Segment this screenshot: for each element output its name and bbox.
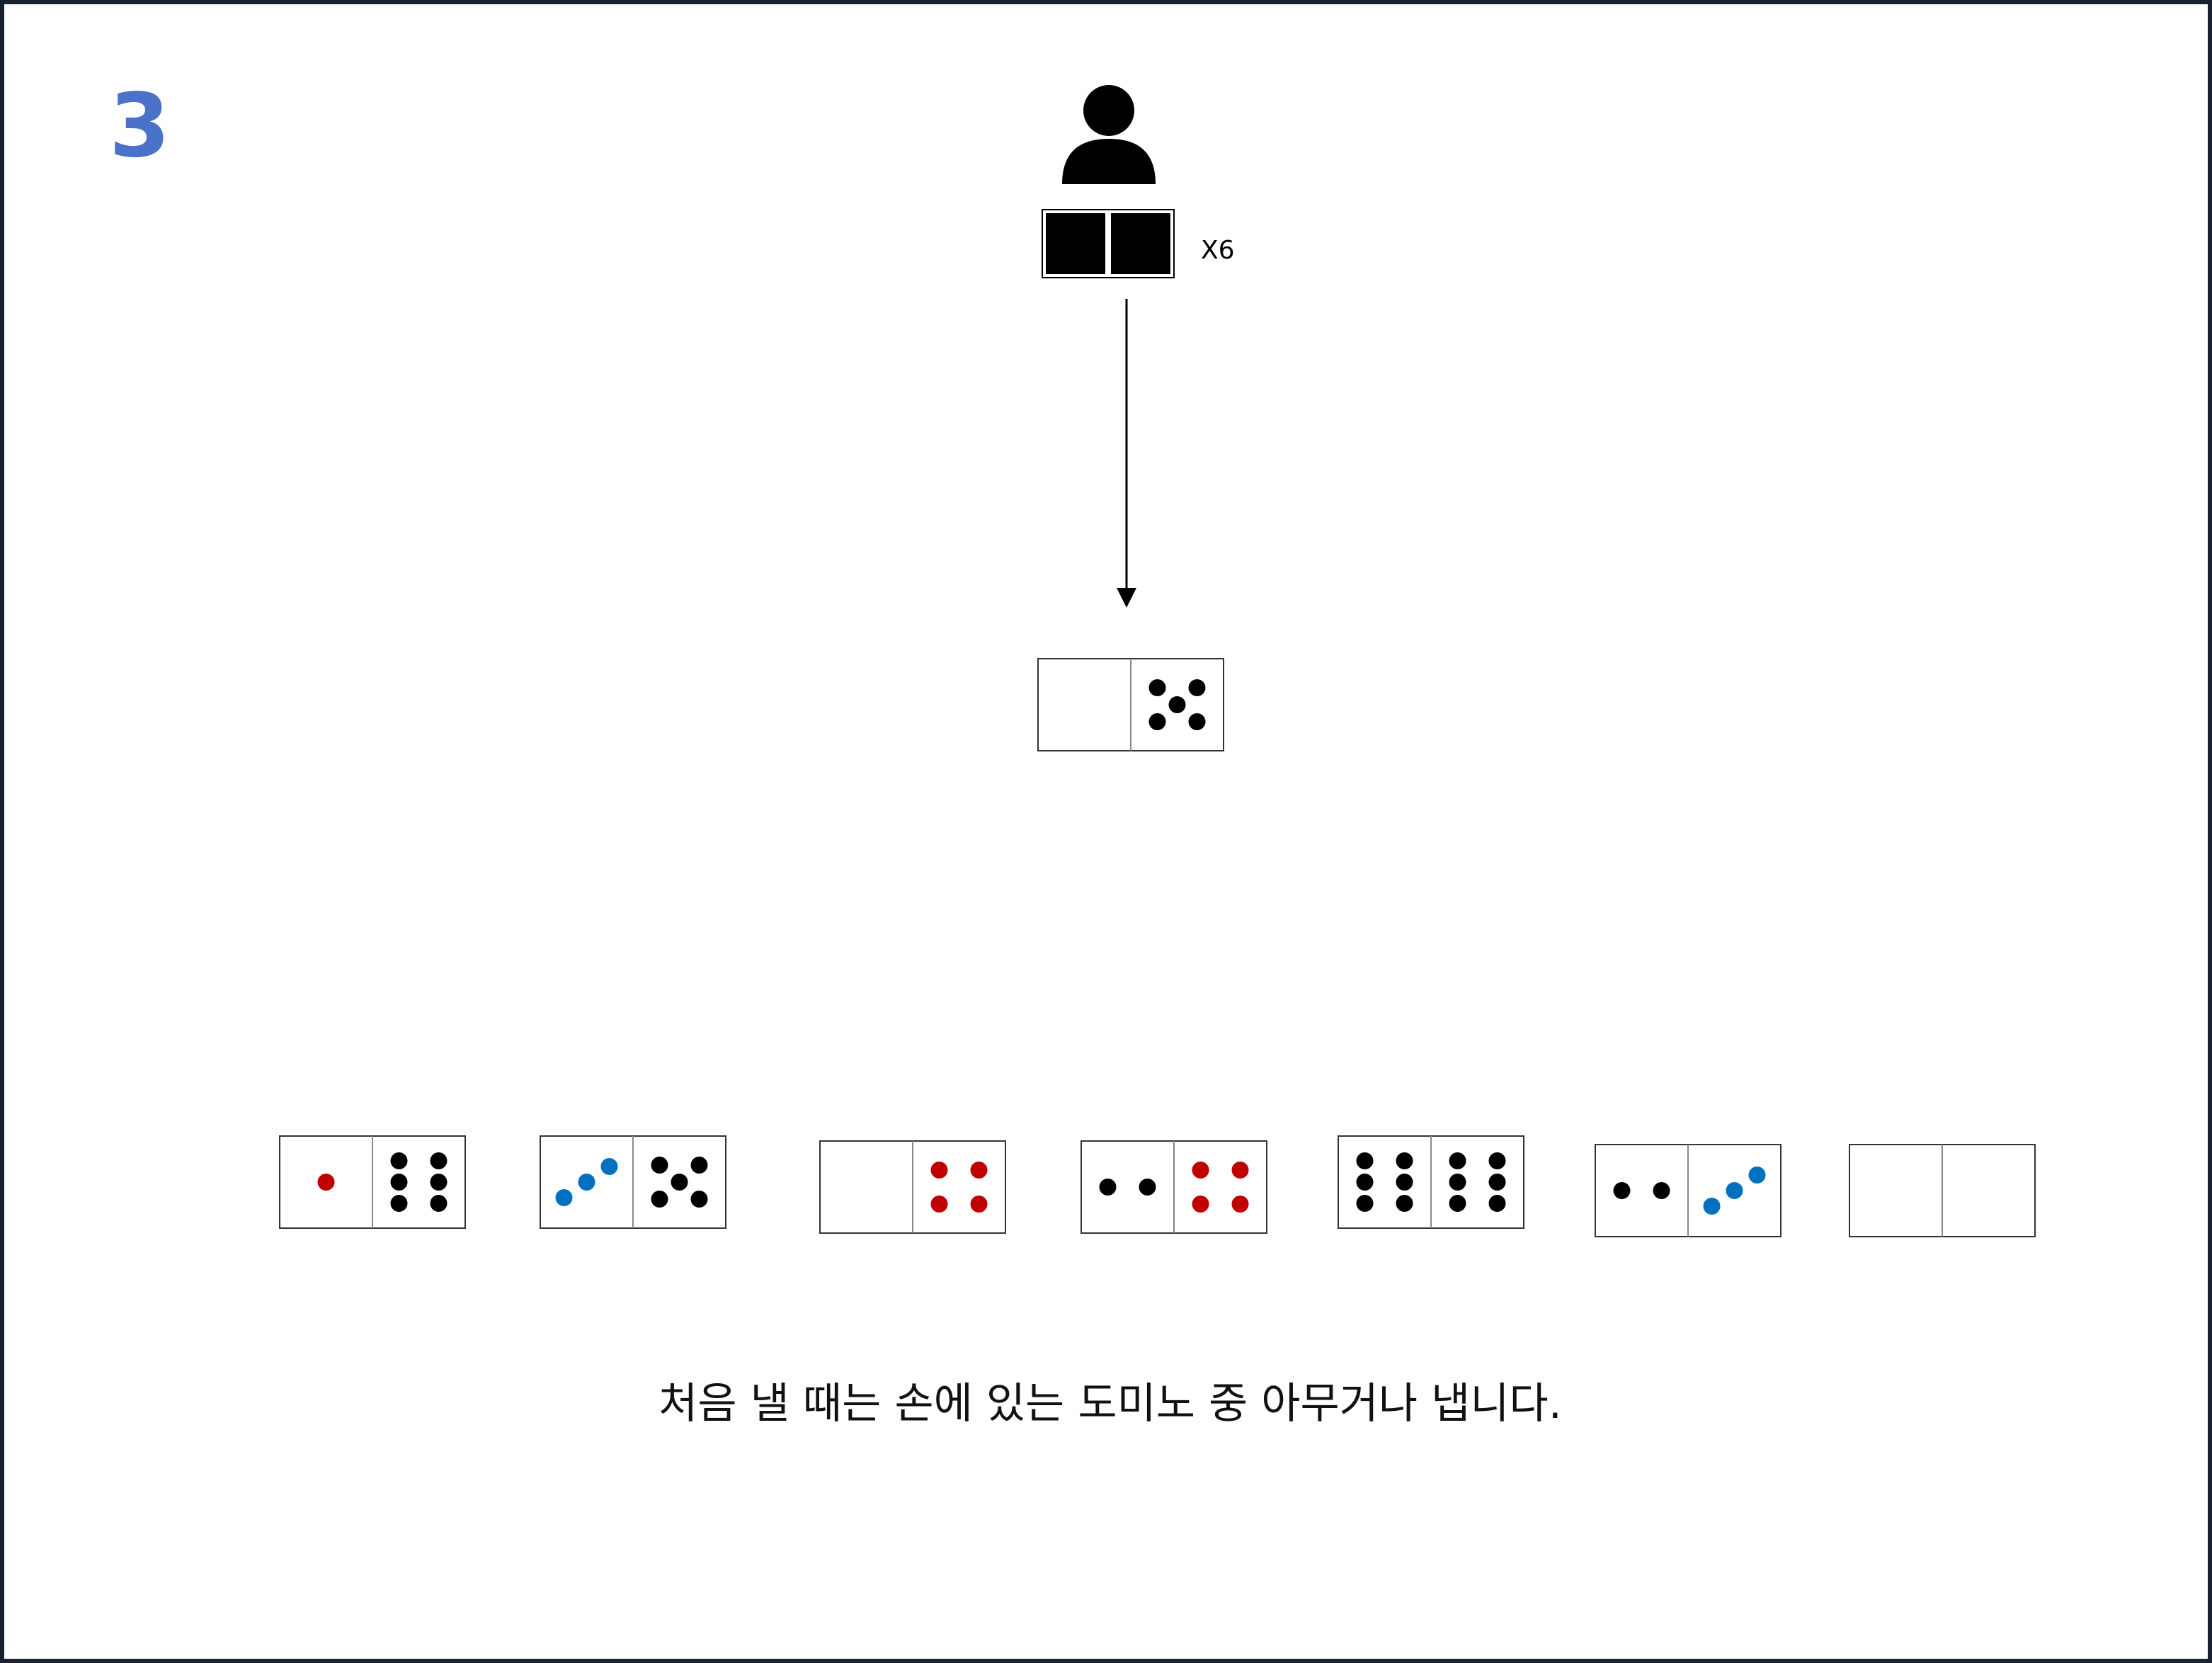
hand-domino (1849, 1144, 2036, 1237)
right-pip (651, 1191, 668, 1208)
right-pip (430, 1195, 447, 1212)
step-number: 3 (109, 75, 171, 177)
right-pip (1231, 1162, 1249, 1179)
hand-domino (819, 1140, 1006, 1234)
person-icon (1062, 85, 1156, 184)
right-pip (1449, 1174, 1466, 1191)
right-pip (1148, 679, 1166, 696)
left-pip (1613, 1182, 1631, 1199)
right-pip (1488, 1174, 1506, 1191)
right-pip (1188, 679, 1206, 696)
hand-domino (1081, 1140, 1267, 1234)
right-pip (1192, 1162, 1209, 1179)
left-pip (578, 1174, 595, 1191)
left-pip (1356, 1195, 1374, 1212)
hand-domino (540, 1135, 726, 1229)
left-pip (1099, 1179, 1117, 1196)
left-pip (1396, 1152, 1413, 1169)
right-pip (930, 1196, 948, 1213)
right-pip (651, 1157, 668, 1174)
right-pip (1488, 1195, 1506, 1212)
right-pip (1148, 713, 1166, 730)
right-pip (1231, 1196, 1249, 1213)
played-domino-tile (1037, 658, 1224, 751)
right-pip (1188, 713, 1206, 730)
played-domino (1037, 658, 1224, 751)
right-pip (690, 1157, 708, 1174)
right-pip (930, 1162, 948, 1179)
left-pip (1396, 1195, 1413, 1212)
right-pip (1726, 1182, 1743, 1199)
right-pip (690, 1191, 708, 1208)
right-pip (430, 1174, 447, 1191)
right-pip (1488, 1152, 1506, 1169)
left-pip (1356, 1152, 1374, 1169)
left-pip (555, 1189, 573, 1206)
right-pip (671, 1174, 688, 1191)
hand-domino (1338, 1135, 1524, 1229)
right-pip (1449, 1152, 1466, 1169)
right-pip (1168, 696, 1186, 713)
right-pip (390, 1152, 408, 1169)
right-pip (390, 1195, 408, 1212)
left-pip (317, 1174, 335, 1191)
face-down-domino-icon (1042, 209, 1175, 278)
left-pip (1396, 1174, 1413, 1191)
hand-domino (1595, 1144, 1781, 1237)
right-pip (970, 1162, 988, 1179)
right-pip (1192, 1196, 1209, 1213)
left-pip (600, 1158, 618, 1175)
right-pip (1449, 1195, 1466, 1212)
right-pip (430, 1152, 447, 1169)
right-pip (1703, 1198, 1721, 1215)
player-hand (279, 1135, 2036, 1237)
left-pip (1356, 1174, 1374, 1191)
play-arrow (1117, 299, 1136, 608)
hand-domino (279, 1135, 466, 1229)
right-pip (970, 1196, 988, 1213)
left-pip (1653, 1182, 1670, 1199)
left-pip (1139, 1179, 1156, 1196)
instruction-caption: 처음 낼 때는 손에 있는 도미노 중 아무거나 냅니다. (659, 1379, 1562, 1429)
right-pip (1748, 1167, 1766, 1184)
right-pip (390, 1174, 408, 1191)
hand-count-label: X6 (1201, 236, 1235, 265)
